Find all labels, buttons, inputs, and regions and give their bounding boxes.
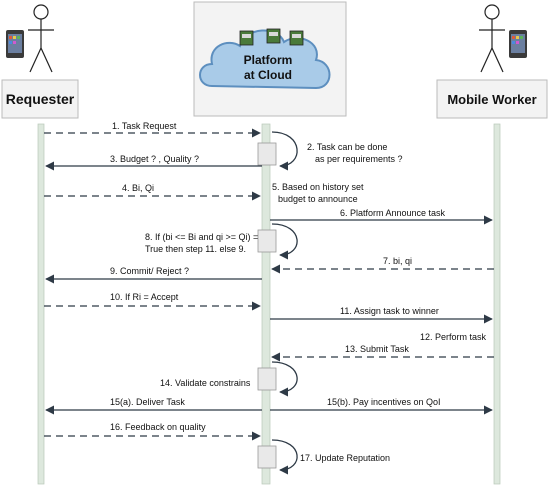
message-label-3: 3. Budget ? , Quality ? (110, 154, 199, 164)
phone-icon (6, 30, 24, 58)
mobile-worker-actor (479, 4, 505, 73)
self-loop-arrow (271, 361, 298, 397)
self-loop-arrow (271, 131, 298, 171)
server-icon (289, 30, 304, 46)
message-label-15b: 15(b). Pay incentives on QoI (327, 397, 441, 407)
message-label-8-line1: 8. If (bi <= Bi and qi >= Qi) = (145, 232, 258, 242)
activation-box (257, 229, 277, 253)
worker-label: Mobile Worker (447, 92, 536, 107)
message-label-2-line1: 2. Task can be done (307, 142, 387, 152)
requester-box (1, 79, 79, 119)
message-label-6: 6. Platform Announce task (340, 208, 446, 218)
self-loop-arrow (271, 223, 298, 260)
platform-lifeline (261, 123, 271, 485)
server-icon (239, 30, 254, 46)
requester-label: Requester (6, 91, 75, 107)
activation-box (257, 367, 277, 391)
message-label-4: 4. Bi, Qi (122, 183, 154, 193)
worker-box (436, 79, 548, 119)
activation-box (257, 445, 277, 469)
requester-lifeline (37, 123, 45, 485)
message-label-14: 14. Validate constrains (160, 378, 251, 388)
requester-actor (28, 4, 54, 73)
message-label-12: 12. Perform task (420, 332, 487, 342)
platform-label-line2: at Cloud (244, 68, 292, 82)
message-label-17: 17. Update Reputation (300, 453, 390, 463)
phone-icon (509, 30, 527, 58)
message-label-1: 1. Task Request (112, 121, 177, 131)
message-label-15a: 15(a). Deliver Task (110, 397, 185, 407)
platform-label-line1: Platform (244, 53, 293, 67)
activation-box (257, 142, 277, 166)
worker-lifeline (493, 123, 501, 485)
message-label-8-line2: True then step 11. else 9. (145, 244, 246, 254)
message-label-5-line1: 5. Based on history set (272, 182, 364, 192)
message-label-11: 11. Assign task to winner (340, 306, 439, 316)
message-label-13: 13. Submit Task (345, 344, 409, 354)
message-label-9: 9. Commit/ Reject ? (110, 266, 189, 276)
message-label-10: 10. If Ri = Accept (110, 292, 179, 302)
self-loop-arrow (271, 439, 298, 475)
message-label-7: 7. bi, qi (383, 256, 412, 266)
server-icon (266, 28, 281, 44)
message-label-16: 16. Feedback on quality (110, 422, 206, 432)
message-label-2-line2: as per requirements ? (315, 154, 403, 164)
message-label-5-line2: budget to announce (278, 194, 358, 204)
